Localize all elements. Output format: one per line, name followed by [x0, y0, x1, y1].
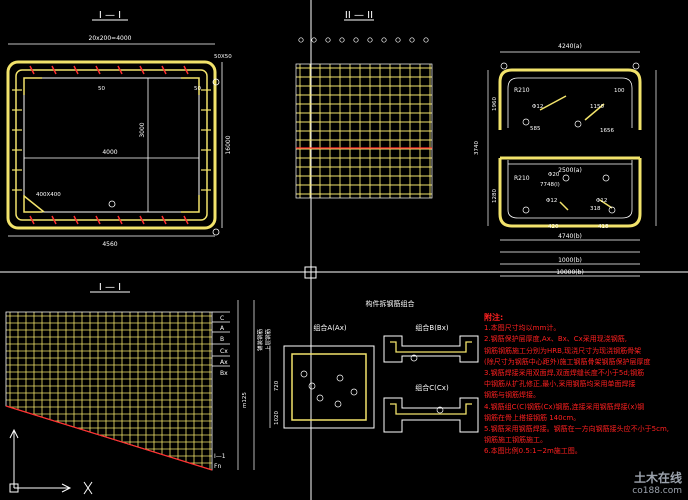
ucs-axis-icon	[9, 428, 93, 495]
num-50a: 50	[194, 86, 201, 92]
rs-n318: 318	[590, 206, 601, 212]
corner-label: 400X400	[36, 192, 61, 198]
combo-a-label: 组合A(Ax)	[313, 323, 346, 332]
rs-n1656: 1656	[600, 128, 614, 134]
rs-dim-base-b: 10000(b)	[556, 269, 584, 276]
crosshair-cursor-icon	[304, 266, 317, 279]
rs-dim-bot-b: 4740(b)	[558, 233, 582, 240]
section-ii-ii-grid	[295, 19, 433, 199]
note-line: 6.本图比例0.5:1~2m施工图。	[484, 447, 582, 456]
rs-phi12a: Φ12	[532, 104, 543, 110]
rs-n585: 585	[530, 126, 541, 132]
rs-n1280: 1280	[492, 189, 498, 203]
general-notes: 附注: 1.本图尺寸均以mm计。 2.钢筋保护层厚度,Ax、Bx、Cx采用现浇钢…	[484, 312, 684, 458]
combo-c-label: 组合C(Cx)	[415, 383, 449, 392]
notes-heading: 附注:	[484, 313, 504, 322]
elev-side-label: 铺装钢筋	[256, 329, 264, 352]
num-50b: 50	[98, 86, 105, 92]
rs-dim-top: 4240(a)	[558, 43, 582, 50]
note-line: 钢筋钢筋施工分别为HRB,现浇尺寸为现浇钢筋骨架	[484, 346, 642, 355]
rs-phi12b: Φ12	[546, 198, 557, 204]
combo-b-label: 组合B(Bx)	[415, 323, 448, 332]
note-line: 中钢筋从扩孔修正,最小,采用钢筋均采用单面焊接	[484, 380, 636, 389]
note-line: (除尺寸为钢筋中心距外)施工钢筋骨架钢筋保护层厚度	[484, 357, 651, 366]
combo-title: 构件拆钢筋组合	[366, 299, 415, 308]
watermark: 土木在线 co188.com	[632, 469, 682, 496]
dim-side: 16000	[225, 135, 232, 154]
dim-right: 3000	[139, 122, 146, 137]
note-line: 钢筋施工钢筋施工。	[484, 436, 547, 445]
view-title-top-mid: II — II	[345, 10, 373, 21]
note-line: 5.钢筋采用钢筋焊接。钢筋在一方向钢筋接头应不小于5cm,	[484, 425, 670, 434]
rs-n1960: 1960	[492, 97, 498, 111]
dim-top: 20x200=4000	[89, 35, 132, 42]
note-line: 钢筋与钢筋焊接。	[484, 391, 540, 400]
rs-r2: R210	[514, 175, 530, 182]
note-line: 4.钢筋组C(C)钢筋(Cx)钢筋,连接采用钢筋焊接(x)钢	[484, 402, 645, 411]
elev-label-4: Ax	[220, 359, 228, 366]
elev-label-0: C	[220, 315, 224, 322]
elev-label-5: Bx	[220, 370, 228, 377]
rs-phi12c: Φ12	[596, 198, 607, 204]
rs-r1: R210	[514, 87, 530, 94]
rs-n620: Φ20	[548, 172, 560, 178]
dim-bottom: 4560	[102, 241, 117, 248]
elev-label-3: Cx	[220, 348, 228, 355]
note-line: 1.本图尺寸均以mm计。	[484, 324, 561, 333]
dim-mid: 4000	[102, 149, 117, 156]
rs-n7748: 7748(l)	[540, 182, 560, 188]
elev-bot-label-1: Fn	[214, 463, 221, 470]
elev-label-2: B	[220, 336, 224, 343]
rs-n418: 418	[598, 224, 609, 230]
rs-n3740: 3740	[474, 141, 480, 155]
rs-dim-bot-a: 2500(a)	[558, 167, 582, 174]
elev-label-1: A	[220, 325, 225, 332]
note-line: 钢筋在骨上搭接钢筋 140cm。	[484, 413, 581, 422]
right-label: 50X50	[214, 54, 232, 60]
rs-dim-base-a: 1000(b)	[558, 257, 582, 264]
elev-bot-label-0: I—1	[214, 453, 226, 460]
view-title-bottom-left: I — I	[99, 282, 121, 293]
elev-num: m125	[242, 392, 248, 408]
combo-n720: 720	[274, 380, 280, 391]
elevation-i-i-grid	[5, 291, 255, 495]
combo-n1020: 1020	[274, 411, 280, 425]
rebar-combination-details	[269, 335, 479, 433]
rs-n100: 100	[614, 88, 625, 94]
watermark-url: co188.com	[632, 486, 682, 496]
rs-n420: 420	[548, 224, 559, 230]
section-i-i-top	[6, 19, 223, 237]
rs-n150: 1150	[590, 104, 604, 110]
elev-side-label-2: 上层钢筋	[264, 329, 272, 352]
rebar-shape-details	[487, 51, 657, 277]
view-title-top-left: I — I	[99, 10, 121, 21]
watermark-brand: 土木在线	[633, 471, 682, 485]
note-line: 2.钢筋保护层厚度,Ax、Bx、Cx采用现浇钢筋,	[484, 335, 628, 344]
note-line: 3.钢筋焊接采用双面焊,双面焊缝长度不小于5d;钢筋	[484, 369, 645, 378]
